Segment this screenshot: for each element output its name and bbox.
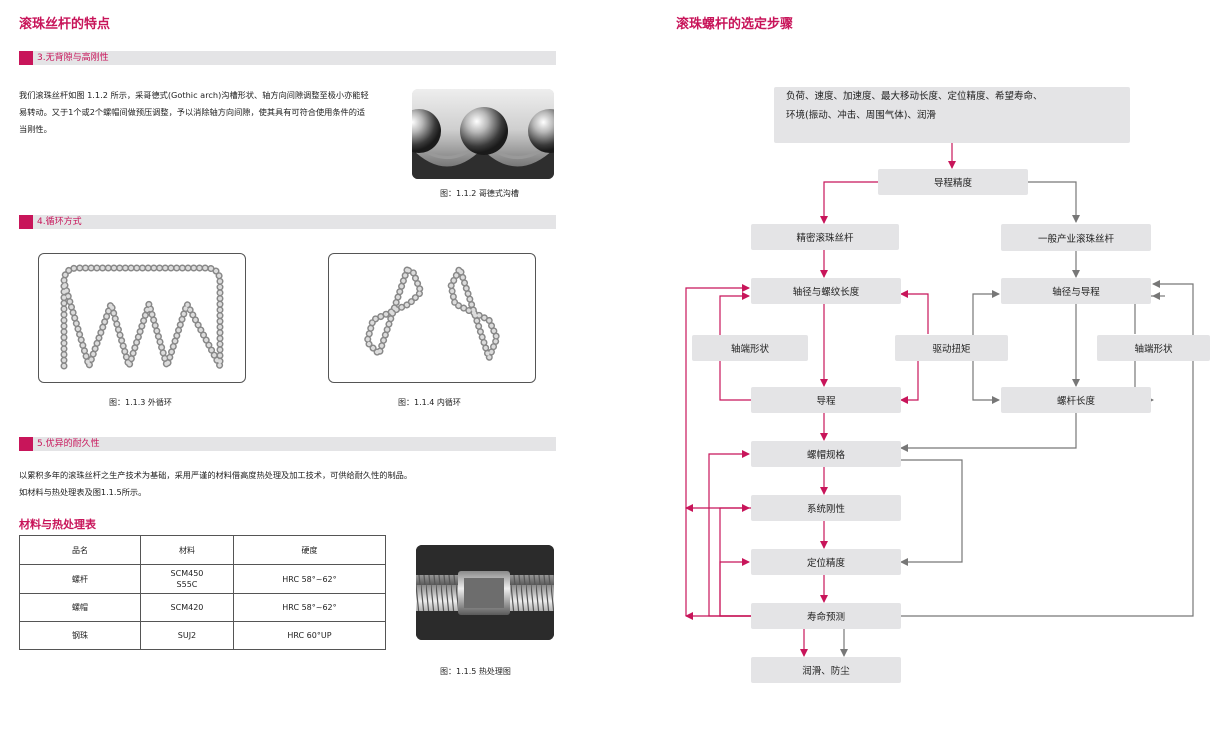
flow-nut-spec: 螺帽规格 [751,441,901,467]
inner-circulation-figure [328,253,536,383]
section-5-paragraph: 以累积多年的滚珠丝杆之生产技术为基础，采用严谨的材料借高度热处理及加工技术，可供… [19,467,559,501]
heat-treatment-photo [416,545,554,640]
section-5-header: 5.优异的耐久性 [19,437,556,451]
flow-system-rigidity: 系统刚性 [751,495,901,521]
table-header-cell: 品名 [19,535,141,565]
flow-lead-accuracy: 导程精度 [878,169,1028,195]
heat-treatment-caption: 图：1.1.5 热处理图 [440,667,511,676]
right-page-title: 滚珠螺杆的选定步骤 [676,17,794,32]
gothic-arch-illustration [412,89,554,179]
flow-drive-torque: 驱动扭矩 [895,335,1008,361]
table-header-cell: 硬度 [232,535,387,565]
table-cell: HRC 60°UP [232,621,387,650]
outer-circulation-caption: 图：1.1.3 外循环 [109,398,172,407]
material-table-title: 材料与热处理表 [19,518,96,531]
flow-shaft-lead: 轴径与导程 [1001,278,1151,304]
flow-shaft-thread-length: 轴径与螺纹长度 [751,278,901,304]
para-line: 当刚性。 [19,124,52,134]
left-page-title: 滚珠丝杆的特点 [19,17,111,32]
flow-screw-length: 螺杆长度 [1001,387,1151,413]
table-header-cell: 材料 [140,535,234,565]
flow-start-line: 负荷、速度、加速度、最大移动长度、定位精度、希望寿命、 [786,91,1043,102]
para-line: 我们滚珠丝杆如图 1.1.2 所示，采哥德式(Gothic arch)沟槽形状、… [19,90,369,100]
inner-circulation-caption: 图：1.1.4 内循环 [398,398,461,407]
section-marker [19,437,33,451]
table-header-row: 品名 材料 硬度 [19,535,387,565]
table-cell: HRC 58°~62° [232,593,387,622]
material-line: S55C [176,580,198,589]
para-line: 易转动。又于1个或2个螺帽间做预压调整，予以消除轴方向间隙，使其具有可符合使用条… [19,107,366,117]
table-cell: HRC 58°~62° [232,564,387,594]
para-line: 以累积多年的滚珠丝杆之生产技术为基础，采用严谨的材料借高度热处理及加工技术，可供… [19,470,413,480]
section-3-header: 3.无背隙与高刚性 [19,51,556,65]
table-row: 钢珠 SUJ2 HRC 60°UP [19,621,387,650]
section-3-paragraph: 我们滚珠丝杆如图 1.1.2 所示，采哥德式(Gothic arch)沟槽形状、… [19,87,404,138]
flow-life-prediction: 寿命预测 [751,603,901,629]
outer-circulation-figure [38,253,246,383]
gothic-arch-photo [412,89,554,179]
flow-shaft-end-right: 轴端形状 [1097,335,1210,361]
flow-lubrication: 润滑、防尘 [751,657,901,683]
table-row: 螺杆 SCM450 S55C HRC 58°~62° [19,564,387,594]
flow-general-screw: 一般产业滚珠丝杆 [1001,224,1151,251]
table-cell: SUJ2 [140,621,234,650]
outer-circulation-illustration [60,264,224,378]
flow-precision-screw: 精密滚珠丝杆 [751,224,899,250]
table-cell: SCM450 S55C [140,564,234,594]
flow-lead: 导程 [751,387,901,413]
section-marker [19,215,33,229]
section-4-label: 4.循环方式 [37,217,82,227]
flow-shaft-end-left: 轴端形状 [692,335,808,361]
section-5-label: 5.优异的耐久性 [37,439,100,449]
section-3-label: 3.无背隙与高刚性 [37,53,109,63]
flow-start-box: 负荷、速度、加速度、最大移动长度、定位精度、希望寿命、 环境(振动、冲击、周围气… [774,87,1130,143]
gothic-arch-caption: 图：1.1.2 哥德式沟槽 [440,189,519,198]
flow-positioning-accuracy: 定位精度 [751,549,901,575]
section-4-header: 4.循环方式 [19,215,556,229]
material-line: SCM450 [170,569,204,578]
heat-treatment-illustration [416,545,554,640]
section-marker [19,51,33,65]
table-cell: 螺杆 [19,564,141,594]
table-cell: 钢珠 [19,621,141,650]
inner-circulation-illustration [363,264,501,369]
material-table: 品名 材料 硬度 螺杆 SCM450 S55C HRC 58°~62° 螺帽 S… [19,535,387,650]
flow-start-line: 环境(振动、冲击、周围气体)、润滑 [786,110,936,121]
para-line: 如材料与热处理表及图1.1.5所示。 [19,487,147,497]
